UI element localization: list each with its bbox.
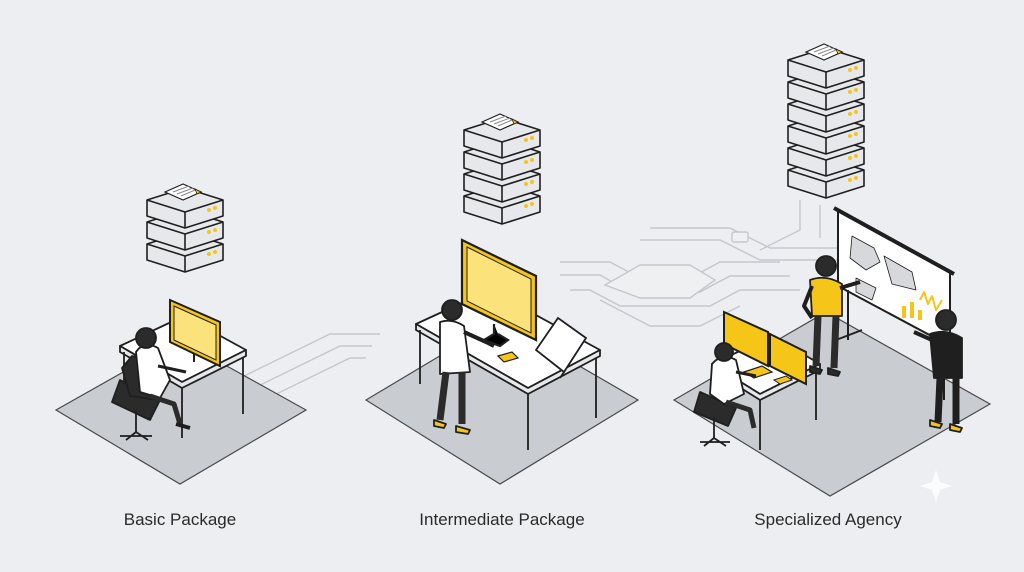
- person-presenter-dark: [913, 309, 963, 433]
- tier-label-basic: Basic Package: [123, 510, 237, 529]
- tier-basic-scene: [54, 183, 308, 485]
- server-stack-basic: [146, 183, 224, 273]
- sparkle-icon: [920, 470, 952, 502]
- server-stack-intermediate: [463, 113, 541, 225]
- tablet-intermediate: [534, 316, 588, 379]
- tier-agency-scene: [672, 43, 992, 502]
- phone-on-desk: [496, 351, 520, 363]
- circuit-connectors: [239, 200, 845, 403]
- person-seated-basic: [111, 327, 191, 441]
- person-seated-agency: [693, 342, 757, 447]
- person-presenter-yellow: [802, 255, 861, 377]
- tier-label-intermediate: Intermediate Package: [419, 510, 585, 529]
- monitor-intermediate: [460, 238, 538, 348]
- person-standing-intermediate: [433, 299, 495, 435]
- tier-label-agency: Specialized Agency: [754, 510, 902, 529]
- tier-intermediate-scene: [364, 113, 640, 485]
- server-stack-agency: [787, 43, 865, 199]
- dual-monitors-agency: [723, 310, 807, 386]
- monitor-basic: [169, 298, 221, 368]
